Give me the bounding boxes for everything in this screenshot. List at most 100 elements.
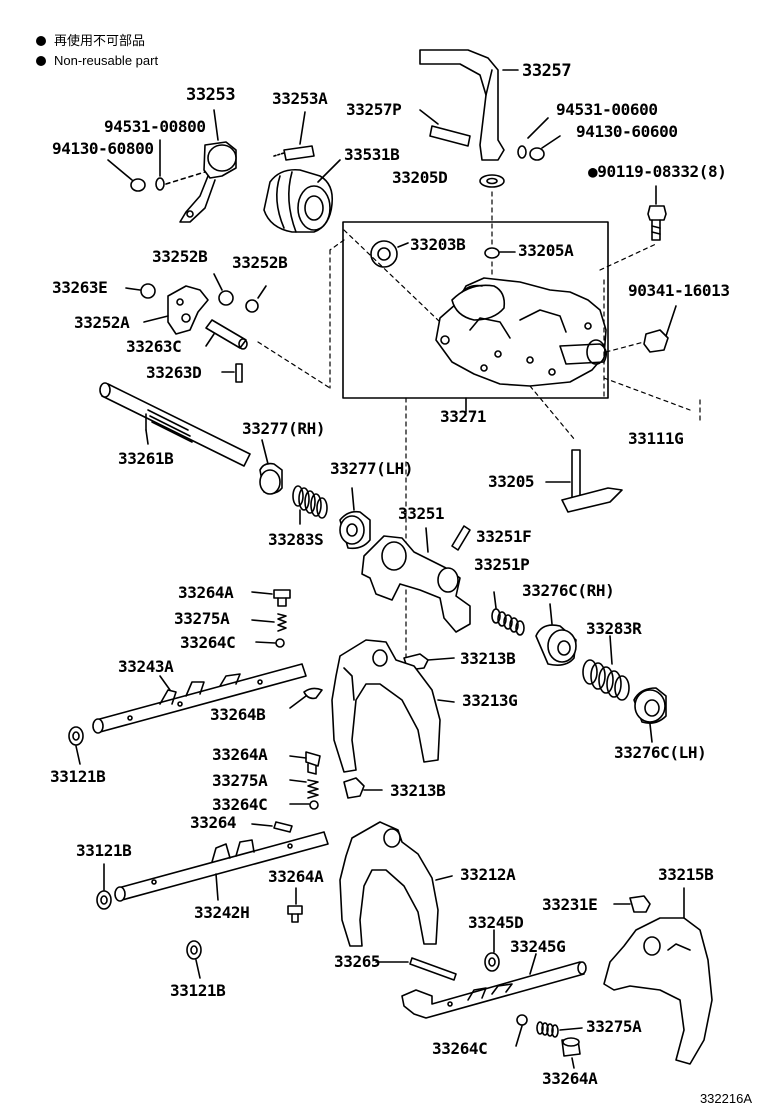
part-label-33252b-1[interactable]: 33252B [152,247,208,266]
pin-33263d [221,363,243,383]
part-label-33231e[interactable]: 33231E [542,895,598,914]
part-label-33264a-1[interactable]: 33264A [178,583,234,602]
bushing-33252b-1 [218,290,234,306]
legend-jp: 再使用不可部品 [36,33,145,49]
pin-33251f [451,525,471,551]
nut-94130-60800 [130,178,146,192]
part-label-33271[interactable]: 33271 [440,407,487,426]
part-label-94130-60800[interactable]: 94130-60800 [52,139,154,158]
shaft-33243a [92,663,307,734]
part-label-33203b[interactable]: 33203B [410,235,466,254]
ring-33121b-2 [96,863,112,910]
part-label-33212a[interactable]: 33212A [460,865,516,884]
part-label-33257p[interactable]: 33257P [346,100,402,119]
part-label-33213b-2[interactable]: 33213B [390,781,446,800]
part-label-33121b-2[interactable]: 33121B [76,841,132,860]
plug-33264a-4 [561,1037,581,1069]
part-label-33264a-4[interactable]: 33264A [542,1069,598,1088]
pin-33257p [419,109,471,147]
part-label-33253[interactable]: 33253 [186,85,236,105]
oil-seal-33203b [370,240,398,268]
part-label-33264[interactable]: 33264 [190,813,237,832]
spring-33251p [491,591,525,636]
part-label-33264a-2[interactable]: 33264A [212,745,268,764]
part-label-33121b-1[interactable]: 33121B [50,767,106,786]
part-label-33213g[interactable]: 33213G [462,691,518,710]
part-label-33264b[interactable]: 33264B [210,705,266,724]
part-label-33252a[interactable]: 33252A [74,313,130,332]
spring-33283r [582,635,630,701]
part-label-33261b[interactable]: 33261B [118,449,174,468]
part-label-33265[interactable]: 33265 [334,952,381,971]
part-label-33264a-3[interactable]: 33264A [268,867,324,886]
shaft-33242h [114,831,329,902]
part-label-33121b-3[interactable]: 33121B [170,981,226,1000]
bushing-33276c-lh [633,687,667,743]
part-label-94531-00600[interactable]: 94531-00600 [556,100,658,119]
part-label-33242h[interactable]: 33242H [194,903,250,922]
part-label-33531b[interactable]: 33531B [344,145,400,164]
part-label-33263e[interactable]: 33263E [52,278,108,297]
shaft-33245g [401,953,587,1019]
shift-case-33271 [435,277,608,387]
part-label-33251f[interactable]: 33251F [476,527,532,546]
plug-33264a-3 [287,887,303,923]
ring-33245d [484,929,500,972]
part-label-33245d[interactable]: 33245D [468,913,524,932]
part-label-33243a[interactable]: 33243A [118,657,174,676]
ball-33263e [140,283,156,299]
bushing-33276c-rh [535,603,577,666]
plug-33264a-2 [305,751,321,775]
part-label-33205[interactable]: 33205 [488,472,535,491]
part-label-33251[interactable]: 33251 [398,504,445,523]
ring-33121b-1 [68,726,84,765]
bolt-33213b-2 [343,777,383,799]
pin-33264 [251,821,293,833]
shift-lever-33257 [419,49,519,161]
part-label-33283r[interactable]: 33283R [586,619,642,638]
part-label-33264c-1[interactable]: 33264C [180,633,236,652]
fork-33215b [603,887,713,1065]
washer-33205a [484,247,500,259]
part-label-33264c-2[interactable]: 33264C [212,795,268,814]
ring-33121b-3 [186,940,202,979]
legend-en: Non-reusable part [36,53,158,69]
legend-jp-text: 再使用不可部品 [54,33,146,48]
part-label-33263d[interactable]: 33263D [146,363,202,382]
part-label-33276c-lh[interactable]: 33276C(LH) [614,743,707,762]
part-label-33276c-rh[interactable]: 33276C(RH) [522,581,615,600]
part-label-33251p[interactable]: 33251P [474,555,530,574]
part-label-33275a-3[interactable]: 33275A [586,1017,642,1036]
part-label-94130-60600[interactable]: 94130-60600 [576,122,678,141]
illustration-code: 332216A [699,1091,752,1106]
part-label-33283s[interactable]: 33283S [268,530,324,549]
part-label-33205d[interactable]: 33205D [392,168,448,187]
plug-90341-16013 [643,305,677,353]
part-label-33253a[interactable]: 33253A [272,89,328,108]
part-label-90341-16013[interactable]: 90341-16013 [628,281,730,300]
pin-33263c [205,319,248,350]
part-label-33277lh[interactable]: 33277(LH) [330,459,414,478]
bushing-33277rh [259,439,283,495]
washer-94531-00800 [155,177,165,191]
spring-33275a-3 [536,1021,583,1038]
part-label-33275a-1[interactable]: 33275A [174,609,230,628]
part-label-94531-00800[interactable]: 94531-00800 [104,117,206,136]
pin-33265 [375,957,457,981]
part-label-33205a[interactable]: 33205A [518,241,574,260]
part-label-33111g[interactable]: 33111G [628,429,684,448]
part-label-33213b-1[interactable]: 33213B [460,649,516,668]
part-label-33245g[interactable]: 33245G [510,937,566,956]
part-label-33257[interactable]: 33257 [522,61,572,81]
part-label-33252b-2[interactable]: 33252B [232,253,288,272]
part-label-33277rh[interactable]: 33277(RH) [242,419,326,438]
bolt-90119-08332 [647,185,667,241]
part-label-33275a-2[interactable]: 33275A [212,771,268,790]
part-label-33264c-3[interactable]: 33264C [432,1039,488,1058]
part-label-33263c[interactable]: 33263C [126,337,182,356]
part-label-33215b[interactable]: 33215B [658,865,714,884]
lever-33205 [545,449,623,513]
plug-33264a-1 [273,589,291,607]
part-label-90119-08332[interactable]: ●90119-08332(8) [588,162,727,181]
